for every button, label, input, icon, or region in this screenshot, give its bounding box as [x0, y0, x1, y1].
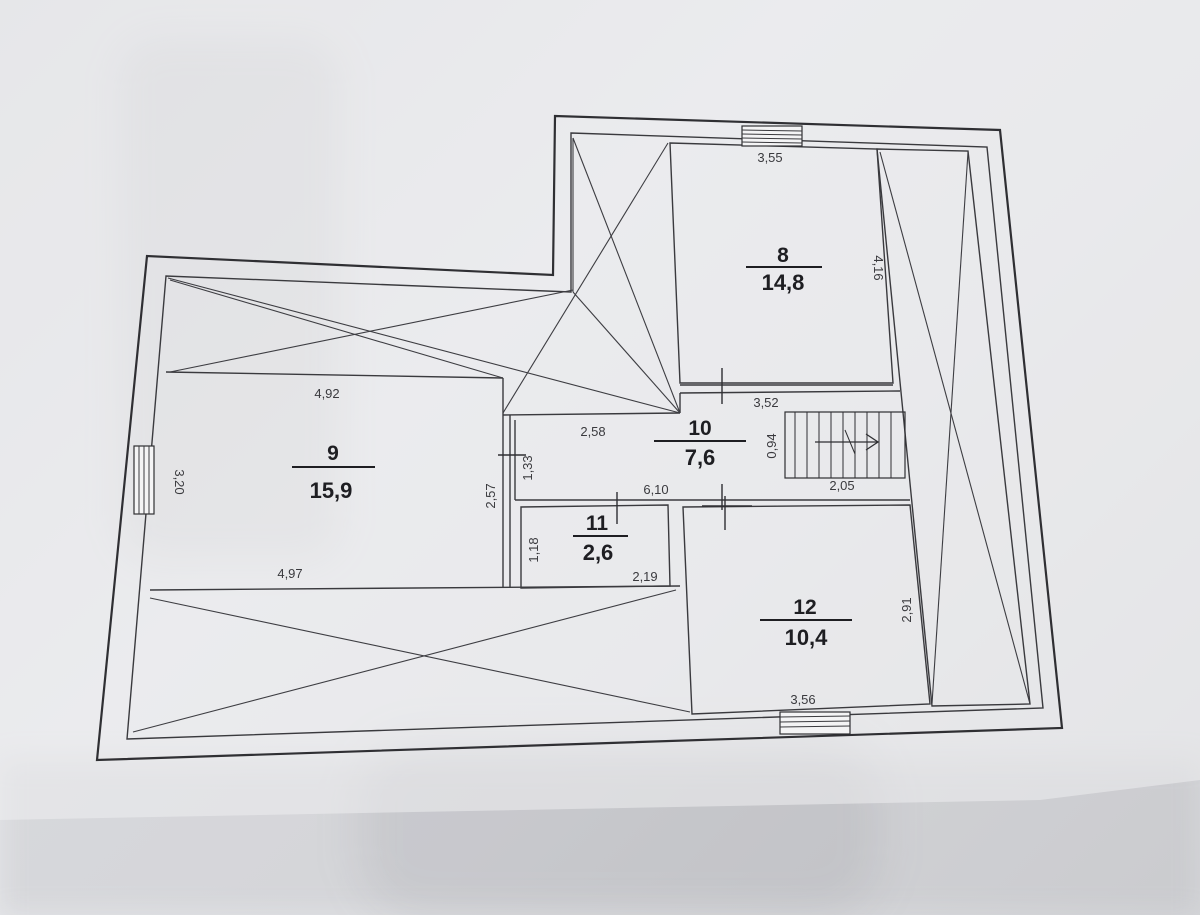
window-left: [133, 445, 155, 515]
room-9-area: 15,9: [310, 478, 353, 503]
dim-room8-width: 3,55: [757, 150, 782, 165]
room-12-label: 12 10,4: [760, 596, 852, 650]
room-8-label: 8 14,8: [746, 244, 822, 295]
room-12-area: 10,4: [785, 625, 829, 650]
dim-room12-height: 2,91: [899, 597, 914, 622]
dim-room12-bottom-width: 3,56: [790, 692, 815, 707]
room-10-area: 7,6: [685, 445, 716, 470]
dim-corridor-length: 6,10: [643, 482, 668, 497]
room-12-number: 12: [793, 596, 816, 619]
room-8-walls: [669, 142, 894, 384]
dim-room11-width: 2,19: [632, 569, 657, 584]
room-9-wall-top: [165, 371, 504, 379]
window-bottom: [779, 711, 851, 735]
void-cross-bottom: [132, 589, 691, 733]
corridor-wall-top: [502, 412, 681, 416]
dim-stair-width: 2,05: [829, 478, 854, 493]
room-8-area: 14,8: [762, 270, 805, 295]
inner-wall: [126, 132, 1044, 740]
outer-wall: [95, 114, 1064, 762]
dim-stair-height: 0,94: [764, 433, 779, 458]
dim-room8-height: 4,16: [871, 255, 886, 280]
room-11-area: 2,6: [583, 540, 614, 565]
dim-corridor-top-width: 3,52: [753, 395, 778, 410]
dim-room9-inner-height: 2,57: [483, 483, 498, 508]
paper-sheet: [0, 0, 1200, 820]
void-cross-right: [879, 151, 1031, 705]
room-11-number: 11: [586, 512, 609, 535]
stair-arrow-icon: [815, 429, 880, 455]
dim-room9-height: 3,20: [172, 469, 187, 494]
dim-corridor-partition: 1,33: [520, 455, 535, 480]
window-top: [741, 125, 803, 147]
dim-room11-height: 1,18: [526, 537, 541, 562]
room-10-label: 10 7,6: [654, 417, 746, 470]
room-11-label: 11 2,6: [573, 512, 628, 565]
dim-room9-top-width: 4,92: [314, 386, 339, 401]
void-cross-top-stairwell: [502, 137, 681, 414]
room-9-number: 9: [327, 442, 339, 465]
staircase: [784, 411, 906, 479]
void-cross-top-left: [167, 277, 681, 414]
room-10-number: 10: [688, 417, 711, 440]
room-9-label: 9 15,9: [292, 442, 375, 503]
door-ticks: [498, 368, 752, 530]
room-11-walls: [520, 504, 671, 589]
corridor-wall-top-right: [679, 390, 901, 394]
room-8-number: 8: [777, 244, 789, 267]
dim-corridor-left-width: 2,58: [580, 424, 605, 439]
dim-room9-bottom-width: 4,97: [277, 566, 302, 581]
room-12-walls: [682, 504, 931, 715]
